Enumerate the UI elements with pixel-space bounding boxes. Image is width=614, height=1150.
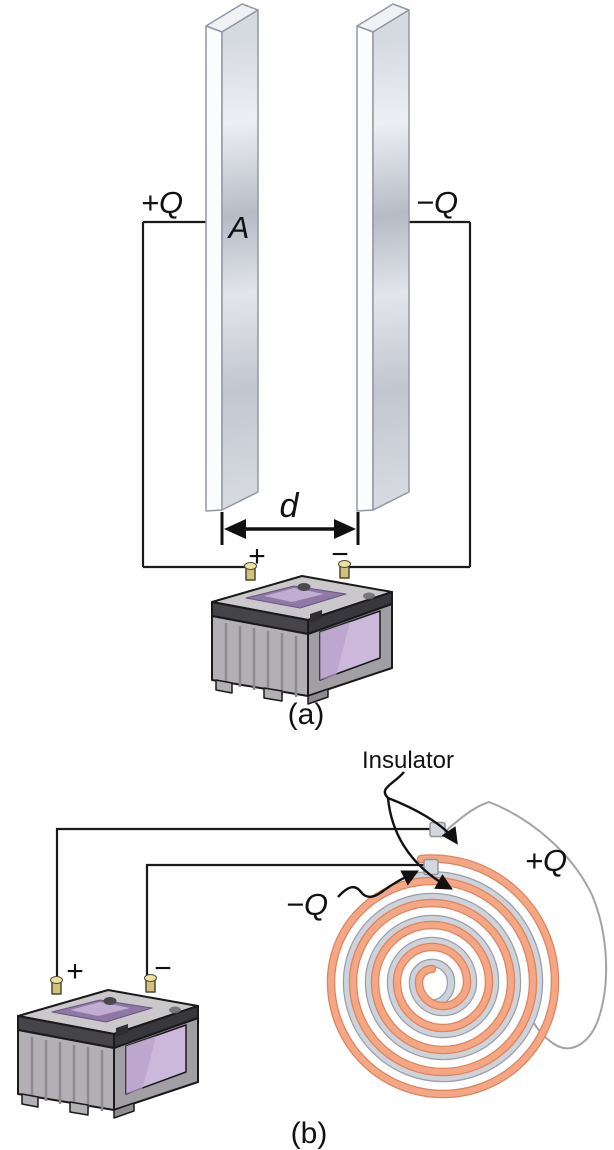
conductor-spiral — [327, 855, 559, 1097]
rolled-capacitor — [326, 854, 560, 1099]
insulator-label: Insulator — [362, 747, 454, 774]
insulator-spiral — [343, 872, 543, 1081]
minus-charge-label-b: −Q — [286, 887, 328, 922]
plus-charge-label-a: +Q — [141, 185, 183, 220]
circuit-wires-b — [55, 827, 431, 982]
battery-a-minus-sign: − — [331, 538, 349, 571]
right-plate — [356, 3, 410, 512]
separation-label: d — [280, 487, 300, 525]
plate-separation-dimension — [220, 512, 360, 545]
battery-a — [210, 559, 394, 706]
battery-b-plus-sign: + — [66, 955, 84, 988]
plus-charge-label-b: +Q — [525, 843, 567, 878]
part-b-caption: (b) — [291, 1117, 328, 1150]
unrolled-sheet-outline — [445, 800, 608, 1050]
insulator-pointer — [383, 771, 458, 890]
left-plate — [205, 3, 259, 512]
plate-area-label: A — [227, 210, 250, 245]
battery-a-plus-sign: + — [248, 540, 266, 573]
part-b-diagram: Insulator +Q −Q + − (b) — [16, 747, 608, 1150]
battery-b-minus-sign: − — [154, 952, 172, 985]
minus-charge-label-a: −Q — [416, 185, 458, 220]
negative-charge-arrow — [337, 870, 420, 898]
insulator-pointer-wiggle — [383, 771, 405, 799]
circuit-wires-a — [141, 220, 472, 569]
insulator-arrow-bottom — [386, 797, 453, 890]
insulator-arrow-top — [387, 796, 458, 845]
part-a-caption: (a) — [288, 698, 325, 731]
part-a-diagram: +Q −Q A d + − (a) — [141, 3, 472, 731]
battery-b — [16, 973, 200, 1120]
dimension-arrowhead-right — [334, 519, 356, 539]
dimension-arrowhead-left — [224, 519, 246, 539]
